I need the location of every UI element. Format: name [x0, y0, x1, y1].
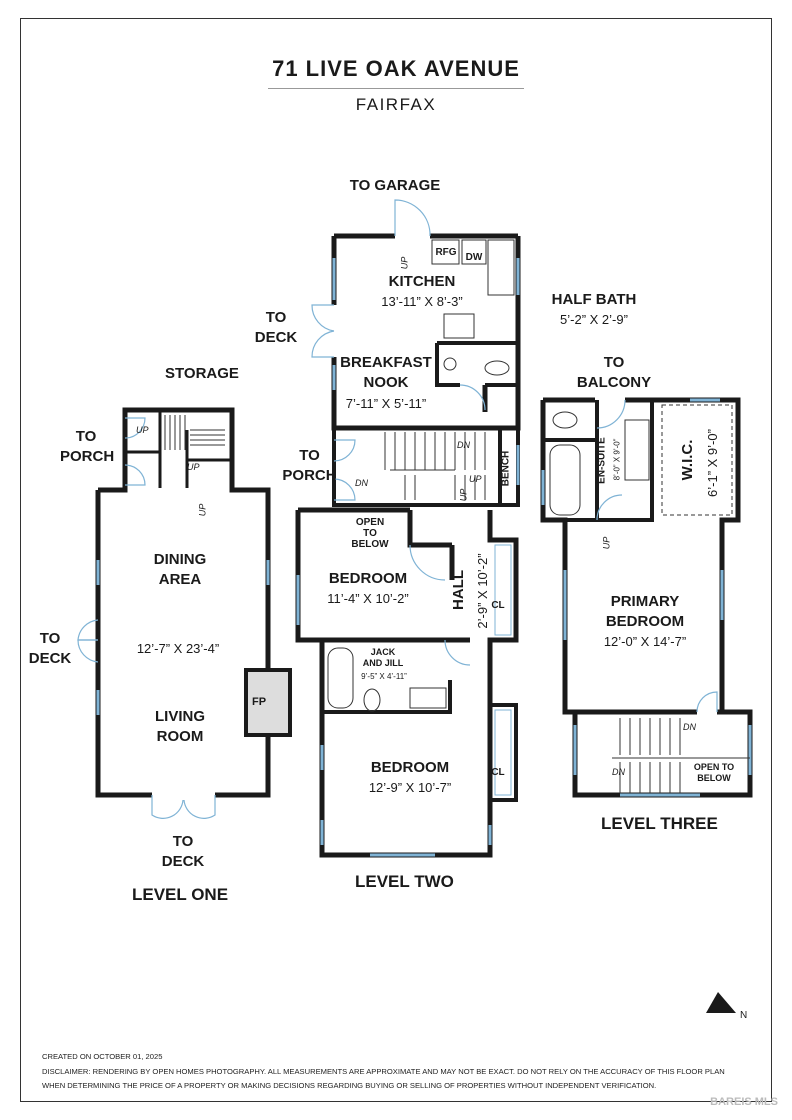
jack-and-jill-walls — [320, 645, 518, 802]
compass-north-label: N — [740, 1010, 748, 1021]
created-date: CREATED ON OCTOBER 01, 2025 — [42, 1052, 163, 1061]
fireplace — [244, 668, 292, 737]
disclaimer-line-1: DISCLAIMER: RENDERING BY OPEN HOMES PHOT… — [42, 1067, 725, 1076]
refrigerator — [431, 239, 460, 265]
level-three-stairs — [612, 718, 750, 793]
en-suite-label: EN-SUITE — [596, 437, 608, 484]
to-deck-upper-label: TO DECK — [254, 309, 298, 346]
level-one-walls — [95, 407, 271, 798]
half-bath-walls — [435, 341, 518, 387]
breakfast-nook-label: BREAKFAST NOOK — [340, 354, 432, 391]
wic-label: W.I.C. — [679, 439, 696, 481]
to-deck-bottom-label: TO DECK — [161, 833, 205, 870]
storage-label: STORAGE — [165, 365, 239, 382]
jack-and-jill-toilet — [363, 688, 381, 712]
hall-label: HALL — [450, 570, 467, 610]
jack-and-jill-vanity — [409, 687, 447, 709]
half-bath-toilet — [484, 360, 510, 376]
en-suite-dim-label: 8’-0” X 9’-0” — [612, 438, 622, 481]
stove — [443, 313, 475, 339]
dn-label: DN — [355, 478, 368, 488]
level-one-label: LEVEL ONE — [132, 885, 229, 904]
dishwasher — [461, 239, 487, 265]
wic-shelving — [661, 404, 733, 516]
kitchen-counter — [487, 239, 515, 296]
bedroom-closet-label: CL — [491, 767, 505, 778]
open-to-below-label: OPEN TO BELOW — [351, 517, 389, 550]
bedroom-closet — [494, 709, 512, 796]
half-bath-sink — [443, 357, 457, 371]
level-three-label: LEVEL THREE — [601, 814, 718, 833]
half-bath-dim-label: 5’-2” X 2’-9” — [560, 312, 628, 327]
half-bath-label: HALF BATH — [551, 291, 637, 308]
bedroom-1-dim-label: 11’-4” X 10’-2” — [327, 591, 409, 606]
storage-walls — [125, 412, 232, 488]
level-two-stairs — [384, 432, 486, 500]
dn-label: DN — [683, 722, 696, 732]
compass-arrow — [706, 992, 736, 1013]
fireplace-label: FP — [251, 696, 267, 708]
stair-walls — [332, 428, 520, 507]
page-frame — [20, 18, 772, 1102]
up-label: UP — [187, 462, 200, 472]
hall-closet — [494, 544, 512, 636]
up-label: UP — [197, 503, 208, 517]
up-label: UP — [458, 488, 469, 502]
refrigerator-label: RFG — [435, 247, 457, 258]
en-suite-tub — [549, 444, 581, 516]
property-address: 71 LIVE OAK AVENUE — [272, 56, 520, 81]
title-divider — [268, 88, 524, 89]
hall-closet-label: CL — [491, 600, 505, 611]
bedroom-2-dim-label: 12’-9” X 10’-7” — [368, 780, 452, 795]
mls-watermark: BAREIS MLS — [710, 1096, 778, 1108]
primary-bedroom-label: PRIMARY BEDROOM — [605, 593, 685, 630]
living-dim-label: 12’-7” X 23’-4” — [136, 641, 220, 656]
up-label: UP — [136, 425, 149, 435]
up-label: UP — [601, 536, 612, 550]
kitchen-label: KITCHEN — [388, 273, 456, 290]
dining-area-label: DINING AREA — [153, 551, 207, 588]
living-room-label: LIVING ROOM — [154, 708, 205, 745]
dn-label: DN — [457, 440, 470, 450]
disclaimer-line-2: WHEN DETERMINING THE PRICE OF A PROPERTY… — [42, 1081, 657, 1090]
en-suite-vanity — [624, 419, 650, 481]
hall-dim-label: 2’-9” X 10’-2” — [475, 553, 490, 629]
bench-label: BENCH — [500, 450, 512, 487]
en-suite-toilet — [552, 411, 578, 429]
level-one-stairs — [164, 415, 225, 450]
property-city: FAIRFAX — [355, 95, 437, 114]
jack-and-jill-dim-label: 9’-5” X 4’-11” — [361, 672, 407, 681]
level-two-label: LEVEL TWO — [355, 872, 454, 891]
to-balcony-label: TO BALCONY — [576, 354, 652, 391]
bedroom-1-label: BEDROOM — [328, 570, 408, 587]
to-porch-mid-label: TO PORCH — [282, 447, 337, 484]
wic-dim-label: 6’-1” X 9’-0” — [705, 429, 720, 497]
to-porch-left-label: TO PORCH — [60, 428, 115, 465]
up-label: UP — [469, 474, 482, 484]
bedroom-2-label: BEDROOM — [370, 759, 450, 776]
jack-and-jill-label: JACK AND JILL — [362, 647, 404, 668]
breakfast-dim-label: 7’-11” X 5’-11” — [345, 396, 427, 411]
primary-dim-label: 12’-0” X 14’-7” — [603, 634, 687, 649]
kitchen-dim-label: 13’-11” X 8’-3” — [381, 294, 463, 309]
to-deck-left-label: TO DECK — [28, 630, 72, 667]
dishwasher-label: DW — [465, 252, 483, 263]
jack-and-jill-tub — [327, 647, 354, 709]
to-garage-label: TO GARAGE — [349, 177, 441, 194]
dn-label: DN — [612, 767, 625, 777]
up-label: UP — [399, 256, 410, 270]
open-to-below-3-label: OPEN TO BELOW — [693, 762, 735, 783]
